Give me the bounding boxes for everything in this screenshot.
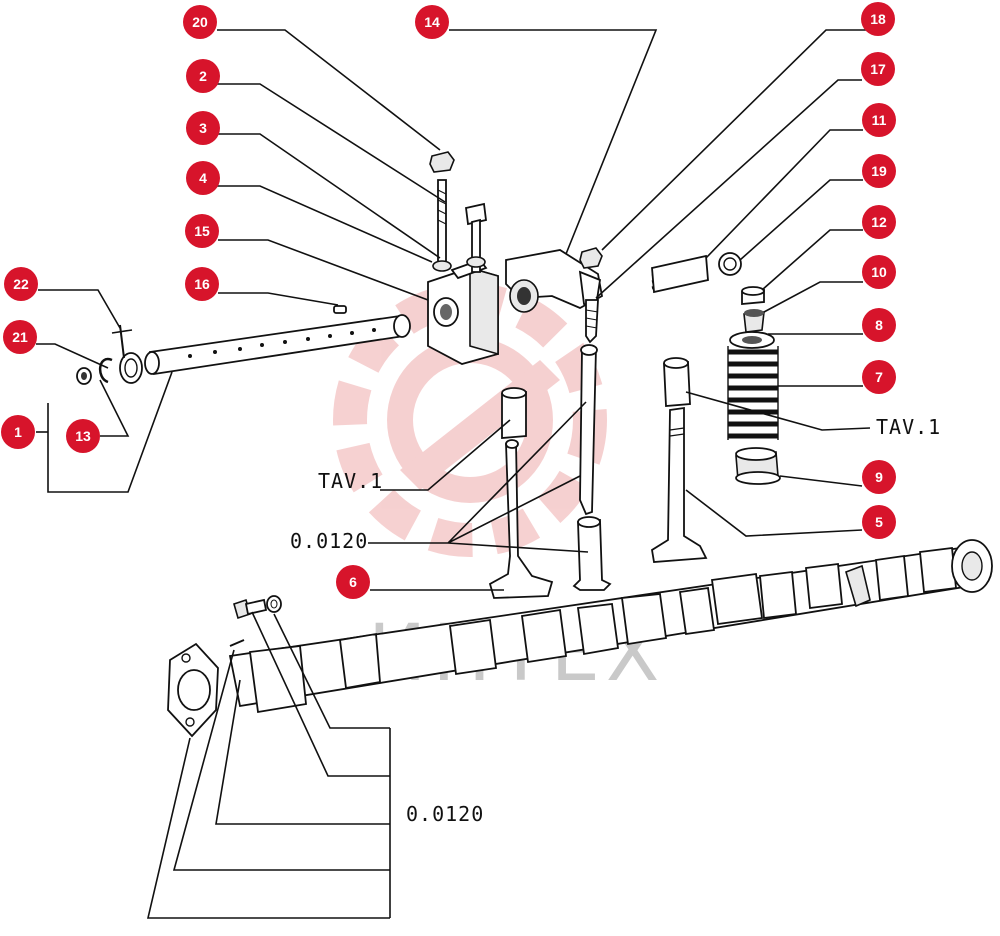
callout-10[interactable]: 10: [862, 255, 896, 289]
valve-guide-left: [501, 387, 527, 439]
exhaust-valve: [651, 406, 708, 563]
camshaft-flange: [167, 642, 219, 738]
callout-14[interactable]: 14: [415, 5, 449, 39]
svg-text:12: 12: [871, 214, 887, 230]
support-washers: [432, 256, 486, 272]
svg-text:6: 6: [349, 574, 357, 590]
rocker-arm: [505, 249, 604, 313]
svg-text:18: 18: [870, 11, 886, 27]
woodruff-key: [229, 639, 245, 647]
support-nut: [429, 151, 455, 173]
callout-4[interactable]: 4: [186, 161, 220, 195]
pushrod: [579, 344, 598, 516]
valve-cap: [741, 286, 765, 305]
callout-18[interactable]: 18: [861, 2, 895, 36]
callout-13[interactable]: 13: [66, 419, 100, 453]
svg-text:11: 11: [872, 112, 887, 128]
svg-text:17: 17: [870, 61, 886, 77]
svg-text:1: 1: [14, 424, 22, 440]
callout-16[interactable]: 16: [185, 267, 219, 301]
shaft-circlip: [99, 357, 113, 384]
rocker-nut: [579, 247, 603, 269]
svg-text:13: 13: [75, 428, 91, 444]
callout-3[interactable]: 3: [186, 111, 220, 145]
svg-text:15: 15: [194, 223, 210, 239]
callout-22[interactable]: 22: [4, 267, 38, 301]
spring-retainer: [729, 331, 775, 349]
svg-text:16: 16: [194, 276, 210, 292]
svg-text:14: 14: [424, 14, 440, 30]
callout-20[interactable]: 20: [183, 5, 217, 39]
spring-seat: [735, 447, 781, 485]
svg-text:2: 2: [199, 68, 207, 84]
tav-reference-right: TAV.1: [876, 415, 941, 439]
rocker-support: [427, 258, 499, 365]
intake-valve: [488, 439, 554, 599]
leader-lines: [36, 29, 871, 919]
callout-6[interactable]: 6: [336, 565, 370, 599]
callout-21[interactable]: 21: [3, 320, 37, 354]
callout-15[interactable]: 15: [185, 214, 219, 248]
shaft-washer: [119, 352, 143, 384]
rocker-shaft: [144, 314, 411, 376]
svg-text:20: 20: [192, 14, 208, 30]
part-reference-lower: 0.0120: [406, 802, 484, 826]
svg-text:5: 5: [875, 514, 883, 530]
callout-11[interactable]: 11: [862, 103, 896, 137]
adjusting-screw: [585, 299, 599, 344]
svg-text:4: 4: [199, 170, 207, 186]
inner-spring: [651, 254, 709, 294]
callout-17[interactable]: 17: [861, 52, 895, 86]
flange-washer: [266, 595, 282, 613]
flange-bolt: [233, 598, 268, 620]
tappet: [572, 516, 612, 591]
shaft-spring-clip: [111, 324, 133, 359]
camshaft: [228, 539, 993, 714]
svg-text:3: 3: [199, 120, 207, 136]
callout-9[interactable]: 9: [862, 460, 896, 494]
shaft-pin: [333, 305, 347, 314]
svg-text:9: 9: [875, 469, 883, 485]
svg-text:7: 7: [875, 369, 883, 385]
callout-2[interactable]: 2: [186, 59, 220, 93]
callout-7[interactable]: 7: [862, 360, 896, 394]
part-reference-upper: 0.0120: [290, 529, 368, 553]
spring-washer: [718, 252, 742, 276]
svg-text:10: 10: [871, 264, 887, 280]
outer-spring: [727, 346, 779, 440]
callout-8[interactable]: 8: [862, 308, 896, 342]
valve-guide-right: [663, 357, 691, 407]
tav-reference-left: TAV.1: [318, 469, 383, 493]
svg-text:19: 19: [871, 163, 887, 179]
svg-text:8: 8: [875, 317, 883, 333]
support-stud: [437, 179, 447, 263]
callout-12[interactable]: 12: [862, 205, 896, 239]
svg-text:22: 22: [13, 276, 29, 292]
svg-text:21: 21: [12, 329, 28, 345]
callout-19[interactable]: 19: [862, 154, 896, 188]
shaft-plug: [76, 367, 92, 385]
valve-collets: [743, 309, 765, 333]
callout-1[interactable]: 1: [1, 415, 35, 449]
callout-5[interactable]: 5: [862, 505, 896, 539]
